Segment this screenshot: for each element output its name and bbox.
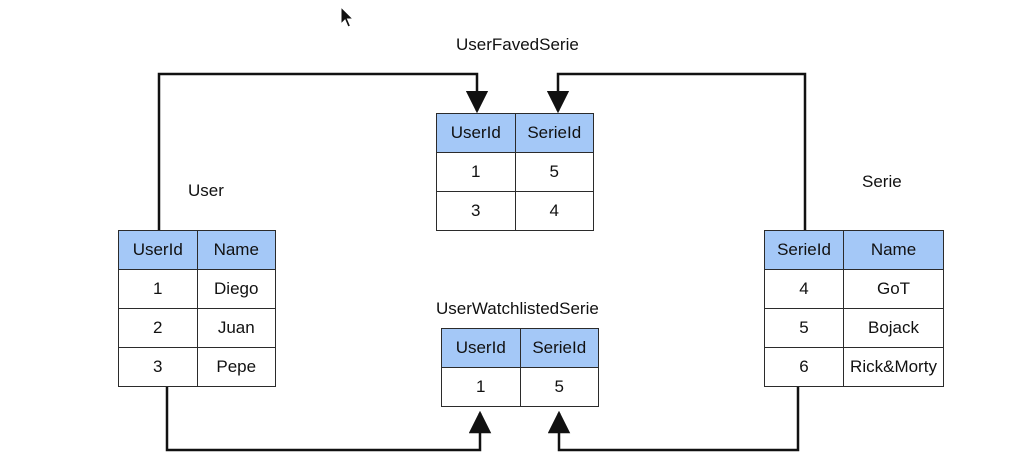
table-cell: 1 bbox=[441, 367, 521, 407]
serie-table-title: Serie bbox=[862, 172, 902, 191]
table-cell: 3 bbox=[436, 191, 516, 231]
table-row: 4 GoT bbox=[764, 269, 944, 309]
table-cell: 4 bbox=[514, 191, 594, 231]
table-cell: GoT bbox=[843, 269, 944, 309]
table-cell: Juan bbox=[196, 308, 276, 348]
user-watchlisted-serie-table: UserId SerieId 1 5 bbox=[441, 328, 599, 407]
mouse-pointer-icon bbox=[340, 5, 356, 35]
column-header: SerieId bbox=[519, 328, 599, 368]
table-row: 1 5 bbox=[441, 367, 599, 407]
table-cell: 5 bbox=[764, 308, 844, 348]
table-cell: 2 bbox=[118, 308, 198, 348]
column-header: Name bbox=[196, 230, 276, 270]
table-cell: Diego bbox=[196, 269, 276, 309]
column-header: SerieId bbox=[764, 230, 844, 270]
table-row: 1 Diego bbox=[118, 269, 276, 309]
column-header: UserId bbox=[436, 113, 516, 153]
table-cell: 6 bbox=[764, 347, 844, 387]
table-cell: Rick&Morty bbox=[843, 347, 944, 387]
table-header-row: SerieId Name bbox=[764, 230, 944, 270]
connector-user-to-watchlisted bbox=[165, 387, 492, 452]
serie-table: SerieId Name 4 GoT 5 Bojack 6 Rick&Morty bbox=[764, 230, 944, 387]
table-row: 3 4 bbox=[436, 191, 594, 231]
table-cell: Bojack bbox=[843, 308, 944, 348]
table-row: 5 Bojack bbox=[764, 308, 944, 348]
connector-user-to-faved bbox=[157, 72, 489, 232]
connector-serie-to-faved bbox=[546, 72, 807, 232]
table-cell: 5 bbox=[514, 152, 594, 192]
connector-serie-to-watchlisted bbox=[547, 387, 800, 452]
table-row: 1 5 bbox=[436, 152, 594, 192]
table-cell: 1 bbox=[118, 269, 198, 309]
table-header-row: UserId SerieId bbox=[436, 113, 594, 153]
table-header-row: UserId SerieId bbox=[441, 328, 599, 368]
table-header-row: UserId Name bbox=[118, 230, 276, 270]
column-header: UserId bbox=[441, 328, 521, 368]
table-row: 3 Pepe bbox=[118, 347, 276, 387]
table-cell: 5 bbox=[519, 367, 599, 407]
table-row: 6 Rick&Morty bbox=[764, 347, 944, 387]
table-cell: 1 bbox=[436, 152, 516, 192]
column-header: Name bbox=[843, 230, 944, 270]
user-faved-serie-table: UserId SerieId 1 5 3 4 bbox=[436, 113, 594, 231]
table-cell: 4 bbox=[764, 269, 844, 309]
table-cell: 3 bbox=[118, 347, 198, 387]
table-row: 2 Juan bbox=[118, 308, 276, 348]
user-table: UserId Name 1 Diego 2 Juan 3 Pepe bbox=[118, 230, 276, 387]
table-cell: Pepe bbox=[196, 347, 276, 387]
user-watchlisted-serie-title: UserWatchlistedSerie bbox=[436, 299, 599, 318]
column-header: UserId bbox=[118, 230, 198, 270]
user-table-title: User bbox=[188, 181, 224, 200]
user-faved-serie-title: UserFavedSerie bbox=[456, 35, 579, 54]
column-header: SerieId bbox=[514, 113, 594, 153]
